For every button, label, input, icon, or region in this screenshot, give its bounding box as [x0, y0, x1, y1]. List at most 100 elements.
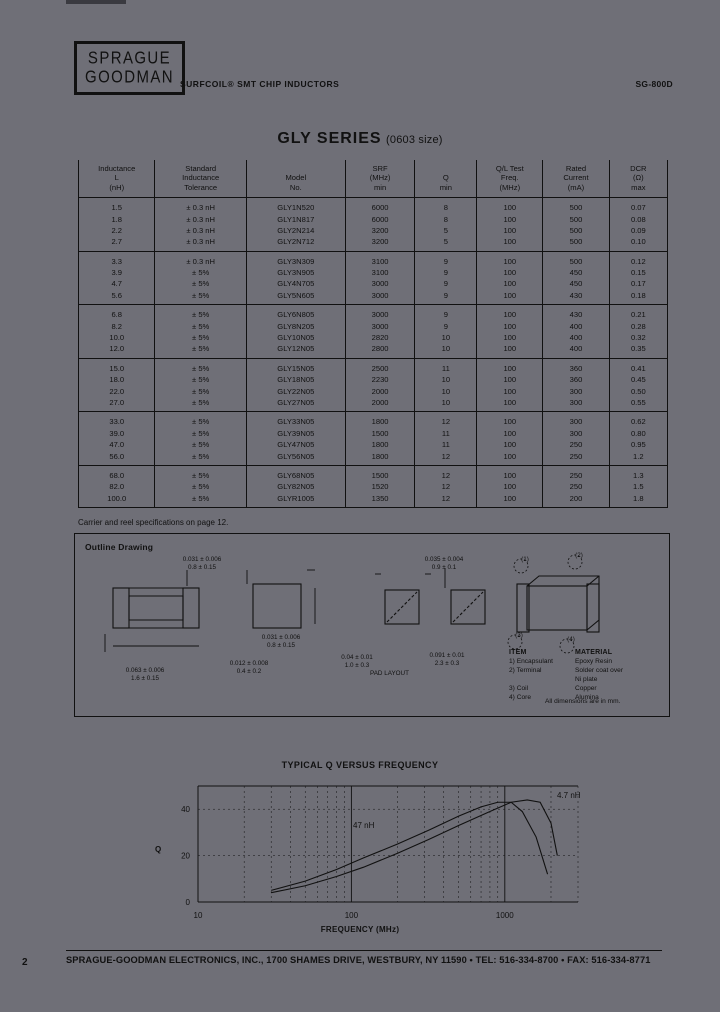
cell-ql_freq: 100 [476, 278, 543, 290]
callout-3-label: (3) [515, 632, 523, 639]
chart-y-tick-label: 0 [186, 898, 191, 907]
cell-current: 250 [542, 465, 610, 482]
cell-inductance: 82.0 [77, 481, 155, 493]
hdr-text: max [631, 182, 646, 192]
cell-ql_freq: 100 [476, 320, 543, 333]
cell-ql_freq: 100 [476, 358, 543, 375]
cell-model: GLY68N05 [245, 465, 346, 482]
cell-srf: 3000 [344, 320, 415, 333]
cell-model: GLY47N05 [245, 439, 346, 451]
cell-current: 250 [542, 439, 610, 451]
cell-inductance: 15.0 [77, 358, 155, 375]
cell-tolerance: ± 0.3 nH [154, 225, 247, 237]
cell-dcr: 0.12 [608, 251, 669, 268]
dim-terminal-inch: 0.012 ± 0.008 [229, 660, 269, 667]
cell-srf: 6000 [344, 197, 415, 214]
cell-tolerance: ± 0.3 nH [154, 197, 247, 214]
outline-drawing-panel: Outline Drawing [74, 533, 670, 717]
cell-inductance: 47.0 [77, 439, 155, 451]
cell-ql_freq: 100 [476, 492, 543, 509]
chart-y-tick-label: 40 [181, 805, 190, 814]
cell-current: 500 [542, 213, 610, 225]
cell-srf: 2820 [344, 332, 415, 344]
cell-dcr: 0.50 [608, 385, 669, 398]
col-header-model: Model No. [245, 160, 346, 199]
cell-tolerance: ± 5% [154, 427, 247, 440]
chart-x-axis-label: FREQUENCY (MHz) [320, 925, 400, 934]
cell-model: GLY5N605 [245, 289, 346, 306]
cell-tolerance: ± 5% [154, 465, 247, 482]
hdr-text: (MHz) [369, 173, 391, 183]
cell-srf: 1800 [344, 411, 415, 428]
dim-width-inch: 0.031 ± 0.006 [261, 634, 301, 641]
material-item-1: 1) Encapsulant [509, 658, 553, 666]
cell-q: 9 [414, 267, 477, 279]
hdr-text: min [373, 182, 387, 192]
dim-length-mm: 1.6 ± 0.15 [131, 674, 159, 682]
cell-model: GLY39N05 [245, 427, 346, 440]
cell-dcr: 1.8 [608, 492, 669, 509]
page-number: 2 [22, 957, 28, 968]
cell-tolerance: ± 5% [154, 358, 247, 375]
chart-series-line [271, 801, 549, 891]
cell-q: 10 [414, 397, 477, 413]
material-item-2: 2) Terminal [509, 667, 542, 675]
cell-inductance: 12.0 [77, 343, 155, 359]
cell-srf: 6000 [344, 213, 415, 225]
materials-row: 1) Encapsulant Epoxy Resin [509, 658, 623, 667]
cell-tolerance: ± 5% [154, 481, 247, 493]
cell-tolerance: ± 5% [154, 304, 247, 321]
cell-model: GLY15N05 [245, 358, 346, 375]
cell-srf: 1500 [344, 427, 415, 440]
dim-pad-small: 0.04 ± 0.01 1.0 ± 0.3 [319, 654, 395, 669]
cell-ql_freq: 100 [476, 481, 543, 493]
chart-y-axis-label: Q [155, 845, 162, 854]
col-header-srf: SRF (MHz) min [344, 160, 415, 199]
cell-tolerance: ± 0.3 nH [154, 251, 247, 268]
cell-inductance: 56.0 [77, 450, 155, 467]
dimensions-note: All dimensions are in mm. [545, 698, 621, 705]
cell-model: GLY3N309 [245, 251, 346, 268]
cell-q: 8 [414, 197, 477, 214]
cell-dcr: 0.18 [608, 289, 669, 306]
cell-srf: 3000 [344, 304, 415, 321]
cell-dcr: 0.55 [608, 397, 669, 413]
chart-series-label: 4.7 nH [557, 791, 581, 800]
cell-dcr: 0.08 [608, 213, 669, 225]
materials-header-item: ITEM [509, 649, 527, 656]
cell-q: 8 [414, 213, 477, 225]
cell-dcr: 0.41 [608, 358, 669, 375]
material-value-2: Solder coat over Ni plate [575, 667, 623, 684]
hdr-text: SRF [372, 164, 388, 173]
cell-current: 450 [542, 278, 610, 290]
cell-dcr: 0.09 [608, 225, 669, 237]
cell-model: GLY2N712 [245, 236, 346, 252]
materials-legend: ITEM MATERIAL 1) Encapsulant Epoxy Resin… [509, 649, 623, 703]
cell-tolerance: ± 5% [154, 492, 247, 509]
cell-q: 9 [414, 251, 477, 268]
cell-tolerance: ± 5% [154, 450, 247, 467]
cell-q: 12 [414, 465, 477, 482]
hdr-text: (nH) [109, 182, 125, 192]
cell-ql_freq: 100 [476, 465, 543, 482]
cell-model: GLY6N805 [245, 304, 346, 321]
cell-inductance: 18.0 [77, 374, 155, 386]
material-value-2-line2: Ni plate [575, 675, 598, 683]
footer-divider [66, 950, 662, 951]
chart-x-tick-label: 1000 [496, 911, 514, 920]
cell-current: 360 [542, 374, 610, 386]
cell-q: 10 [414, 332, 477, 344]
hdr-text: L [114, 173, 119, 183]
cell-inductance: 4.7 [77, 278, 155, 290]
hdr-text: Tolerance [184, 182, 218, 192]
cell-srf: 1800 [344, 439, 415, 451]
header-subtitle: SURFCOIL® SMT CHIP INDUCTORS [180, 79, 340, 89]
cell-inductance: 6.8 [77, 304, 155, 321]
cell-current: 300 [542, 427, 610, 440]
cell-srf: 3000 [344, 278, 415, 290]
cell-tolerance: ± 0.3 nH [154, 213, 247, 225]
cell-dcr: 0.21 [608, 304, 669, 321]
